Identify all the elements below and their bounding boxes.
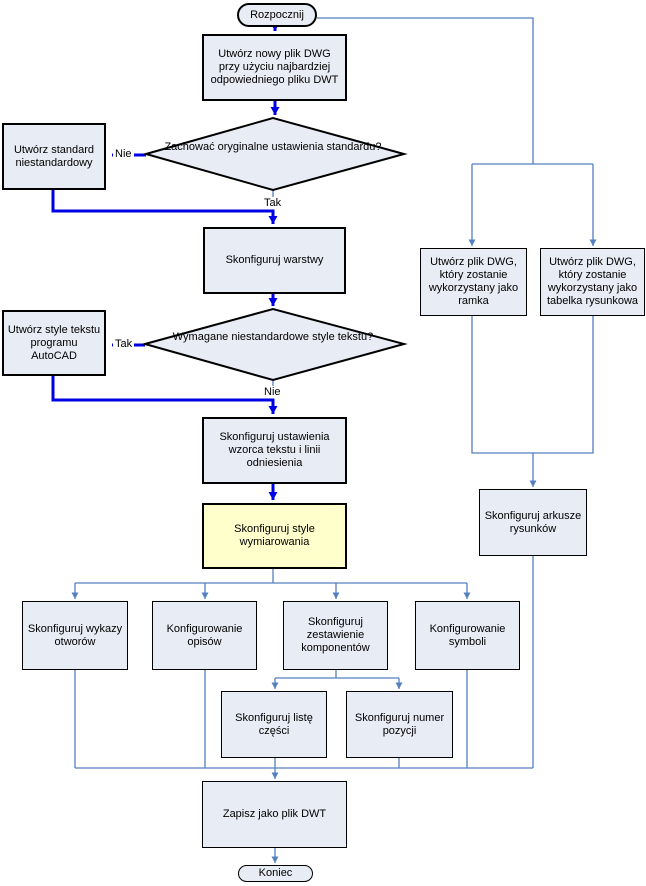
process-custom-standard: Utwórz standard niestandardowy bbox=[2, 123, 106, 190]
edge-label-nie-2: Nie bbox=[262, 386, 283, 398]
decision-text-styles-label: Wymagane niestandardowe style tekstu? bbox=[172, 331, 374, 343]
process-configure-symbols: Konfigurowanie symboli bbox=[415, 601, 520, 670]
process-save-dwt: Zapisz jako plik DWT bbox=[202, 781, 347, 848]
decision-standard-label: Zachować oryginalne ustawienia standardu… bbox=[164, 141, 382, 153]
start-terminator: Rozpocznij bbox=[237, 3, 317, 27]
process-configure-sheets: Skonfiguruj arkusze rysunków bbox=[479, 489, 587, 556]
process-configure-annotations: Konfigurowanie opisów bbox=[152, 601, 257, 670]
end-terminator: Koniec bbox=[238, 865, 313, 882]
process-configure-dim-styles: Skonfiguruj style wymiarowania bbox=[202, 503, 347, 569]
process-configure-parts-list: Skonfiguruj listę części bbox=[221, 691, 327, 758]
edge-label-tak-2: Tak bbox=[113, 338, 135, 350]
process-create-dwg-frame: Utwórz plik DWG, który zostanie wykorzys… bbox=[420, 248, 527, 316]
process-create-text-styles: Utwórz style tekstu programu AutoCAD bbox=[2, 310, 106, 376]
decision-diamond-standard bbox=[142, 116, 408, 192]
connector-lines bbox=[71, 17, 597, 863]
process-configure-layers: Skonfiguruj warstwy bbox=[203, 227, 346, 294]
edge-label-nie-1: Nie bbox=[113, 148, 134, 160]
edge-label-tak-1: Tak bbox=[262, 197, 284, 209]
process-configure-item-number: Skonfiguruj numer pozycji bbox=[346, 691, 453, 758]
process-configure-component-list: Skonfiguruj zestawienie komponentów bbox=[283, 601, 388, 670]
process-configure-text-template: Skonfiguruj ustawienia wzorca tekstu i l… bbox=[202, 417, 347, 484]
process-configure-hole-tables: Skonfiguruj wykazy otworów bbox=[22, 601, 128, 670]
process-create-dwg: Utwórz nowy plik DWG przy użyciu najbard… bbox=[202, 34, 347, 101]
decision-diamond-text-styles bbox=[141, 307, 408, 382]
process-create-dwg-titleblock: Utwórz plik DWG, który zostanie wykorzys… bbox=[540, 248, 645, 316]
